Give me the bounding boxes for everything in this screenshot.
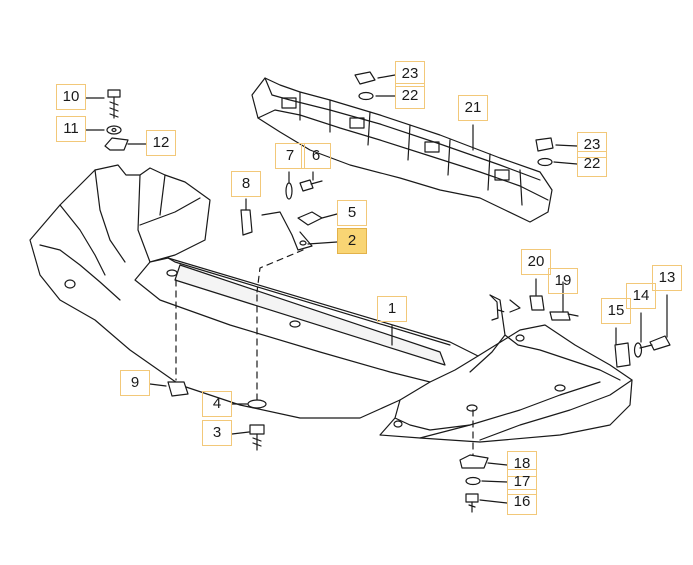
leader-lines xyxy=(85,74,668,504)
callout-23-top[interactable]: 23 xyxy=(395,61,425,87)
callout-21[interactable]: 21 xyxy=(458,95,488,121)
callout-13[interactable]: 13 xyxy=(652,265,682,291)
callout-15[interactable]: 15 xyxy=(601,298,631,324)
callout-3[interactable]: 3 xyxy=(202,420,232,446)
callout-22-right[interactable]: 22 xyxy=(577,151,607,177)
callout-19[interactable]: 19 xyxy=(548,268,578,294)
callout-9[interactable]: 9 xyxy=(120,370,150,396)
callout-10[interactable]: 10 xyxy=(56,84,86,110)
callout-2-highlighted[interactable]: 2 xyxy=(337,228,367,254)
callout-1[interactable]: 1 xyxy=(377,296,407,322)
support-bar xyxy=(251,77,553,223)
callout-14[interactable]: 14 xyxy=(626,283,656,309)
callout-20[interactable]: 20 xyxy=(521,249,551,275)
front-spoiler-panel xyxy=(29,164,633,443)
hardware xyxy=(104,71,671,513)
callout-12[interactable]: 12 xyxy=(146,130,176,156)
callout-18[interactable]: 18 xyxy=(507,451,537,477)
callout-8[interactable]: 8 xyxy=(231,171,261,197)
callout-7[interactable]: 7 xyxy=(275,143,305,169)
callout-23-right[interactable]: 23 xyxy=(577,132,607,158)
callout-5[interactable]: 5 xyxy=(337,200,367,226)
callout-17[interactable]: 17 xyxy=(507,469,537,495)
callout-11[interactable]: 11 xyxy=(56,116,86,142)
assembly-lines xyxy=(175,249,506,456)
callout-4[interactable]: 4 xyxy=(202,391,232,417)
callout-6[interactable]: 6 xyxy=(301,143,331,169)
callout-16[interactable]: 16 xyxy=(507,489,537,515)
callout-22-top[interactable]: 22 xyxy=(395,83,425,109)
